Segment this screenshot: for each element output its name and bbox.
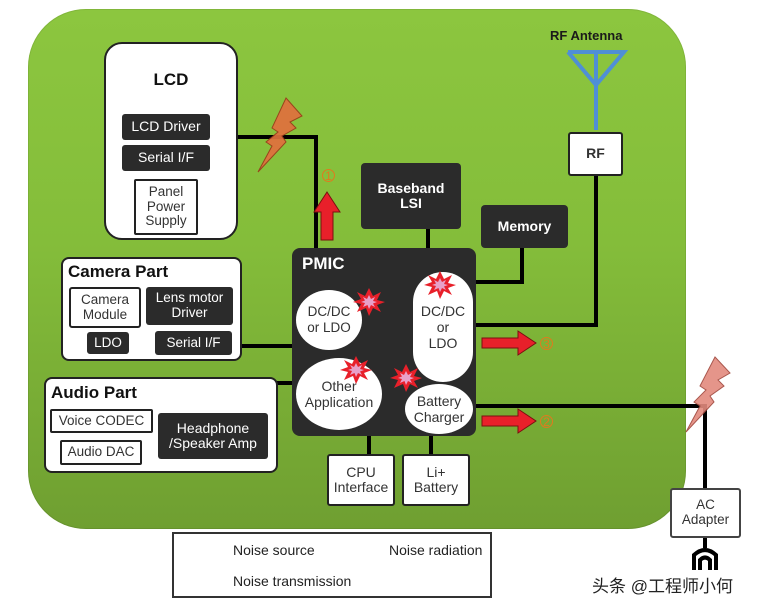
panel-power-supply-block: Panel Power Supply: [134, 179, 198, 235]
transmission-arrow-3: [481, 330, 537, 356]
noise-radiation-bolt-ac: [685, 356, 731, 433]
amp-line1: Headphone: [176, 419, 250, 436]
rf-antenna-label: RF Antenna: [550, 28, 623, 43]
legend-noise-radiation-label: Noise radiation: [389, 542, 483, 558]
headphone-speaker-amp-block: Headphone /Speaker Amp: [158, 413, 268, 459]
charger-line1: Battery: [416, 392, 462, 409]
audio-title: Audio Part: [51, 383, 137, 402]
path-number-3: 3: [540, 337, 553, 350]
li-battery-block: Li+ Battery: [402, 454, 470, 506]
lens-motor-line1: Lens motor: [155, 290, 224, 306]
baseband-label-line1: Baseband: [377, 179, 445, 196]
lcd-group: LCD LCD Driver Serial I/F Panel Power Su…: [104, 42, 238, 240]
transmission-arrow-1: [313, 191, 341, 241]
cpu-line1: CPU: [346, 463, 376, 480]
camera-module-line1: Camera: [80, 291, 129, 307]
legend-noise-source-label: Noise source: [233, 542, 315, 558]
battery-line2: Battery: [413, 479, 459, 495]
path-number-1: 1: [322, 169, 335, 182]
camera-module-block: Camera Module: [69, 287, 141, 328]
dcdc-left-line2: or LDO: [307, 320, 351, 335]
noise-radiation-bolt-lcd: [257, 97, 303, 173]
ac-line1: AC: [696, 497, 715, 513]
other-line2: Application: [304, 394, 374, 410]
camera-part-group: Camera Part Camera Module Lens motor Dri…: [61, 257, 242, 361]
transmission-arrow-2: [481, 408, 537, 434]
pmic-block: PMIC DC/DC or LDO DC/DC or LDO Other App…: [292, 248, 476, 436]
camera-module-line2: Module: [82, 306, 128, 322]
amp-line2: /Speaker Amp: [169, 435, 257, 451]
legend: [172, 532, 492, 598]
path-number-2: 2: [540, 415, 553, 428]
other-application: Other Application: [296, 358, 382, 430]
dcdc-right-line3: LDO: [428, 335, 458, 352]
wire-rf-pmic: [474, 175, 598, 327]
dcdc-right-line2: or: [436, 318, 450, 335]
ac-adapter-block: AC Adapter: [670, 488, 741, 538]
plug-icon: [692, 548, 718, 570]
camera-ldo-block: LDO: [87, 332, 129, 354]
cpu-interface-block: CPU Interface: [327, 454, 395, 506]
wire-memory-pmic: [474, 246, 524, 284]
wire-lcd-pmic: [236, 135, 318, 250]
lcd-serial-if-block: Serial I/F: [122, 145, 210, 171]
voice-codec-block: Voice CODEC: [50, 409, 153, 433]
charger-line2: Charger: [413, 409, 465, 425]
lcd-driver-block: LCD Driver: [122, 114, 210, 140]
camera-title: Camera Part: [68, 262, 169, 281]
watermark: 头条 @工程师小何: [592, 577, 733, 596]
ac-line2: Adapter: [681, 512, 730, 527]
dcdc-ldo-right: DC/DC or LDO: [413, 272, 473, 382]
lcd-title: LCD: [153, 70, 189, 89]
dcdc-left-line1: DC/DC: [307, 304, 351, 320]
baseband-label-line2: LSI: [400, 195, 422, 211]
memory-block: Memory: [481, 205, 568, 248]
lens-motor-driver-block: Lens motor Driver: [146, 287, 233, 325]
camera-serial-if-block: Serial I/F: [155, 331, 232, 355]
audio-dac-block: Audio DAC: [60, 440, 142, 465]
battery-charger: Battery Charger: [405, 384, 473, 434]
dcdc-right-line1: DC/DC: [420, 302, 466, 319]
cpu-line2: Interface: [333, 479, 389, 495]
baseband-lsi-block: Baseband LSI: [361, 163, 461, 229]
lens-motor-line2: Driver: [171, 305, 208, 320]
audio-part-group: Audio Part Voice CODEC Audio DAC Headpho…: [44, 377, 278, 473]
battery-line1: Li+: [426, 463, 446, 480]
pmic-title: PMIC: [302, 254, 345, 273]
other-line1: Other: [321, 377, 357, 394]
antenna-icon: [566, 50, 629, 130]
rf-block: RF: [568, 132, 623, 176]
dcdc-ldo-left: DC/DC or LDO: [296, 290, 362, 350]
legend-noise-transmission-label: Noise transmission: [233, 573, 352, 589]
